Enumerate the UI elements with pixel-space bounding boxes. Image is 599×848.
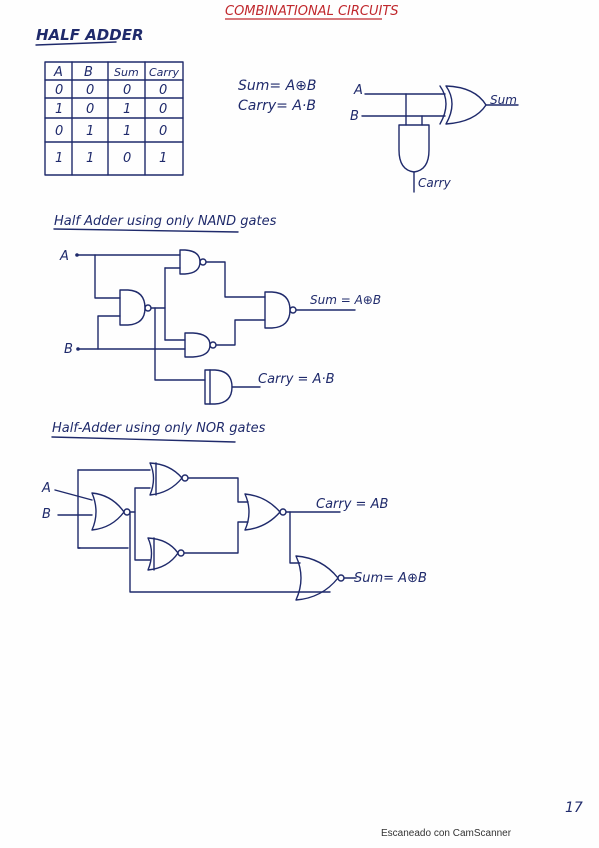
- wire: [183, 521, 249, 554]
- inversion-bubble: [199, 258, 207, 266]
- wire: [215, 319, 266, 346]
- half-adder-gate-diagram: A B Sum Carry: [350, 83, 519, 193]
- nor-input-a: A: [41, 481, 51, 496]
- xor-gate-back-curve: [439, 85, 447, 125]
- wire: [77, 469, 81, 549]
- nor-gate-4: [244, 493, 281, 531]
- wire: [97, 315, 121, 350]
- nor-sum-label: Sum= A⊕B: [354, 571, 427, 586]
- half-adder-heading-underline: [35, 41, 117, 46]
- table-cell: 0: [55, 124, 63, 139]
- nor-gate-5: [295, 555, 339, 601]
- nand-gate-3: [184, 332, 211, 358]
- nand-carry-label: Carry = A·B: [258, 372, 335, 387]
- nand-gate-1: [119, 289, 146, 326]
- nor-section-heading: Half-Adder using only NOR gates: [52, 421, 266, 436]
- wire: [289, 511, 301, 564]
- page-title: COMBINATIONAL CIRCUITS: [225, 4, 399, 19]
- nand-input-b: B: [64, 342, 73, 357]
- table-header-carry: Carry: [149, 66, 179, 79]
- table-header-sum: Sum: [114, 66, 139, 79]
- diagram-output-sum: Sum: [490, 93, 517, 107]
- table-cell: 0: [123, 151, 131, 166]
- nand-section-heading: Half Adder using only NAND gates: [54, 214, 277, 229]
- nand-circuit: A B Sum = A⊕B Carry = A·B: [59, 249, 381, 405]
- and-gate-symbol: [398, 124, 430, 173]
- nor-gate-3: [147, 537, 179, 571]
- nand-gate-5: [204, 369, 233, 405]
- nand-gate-4: [264, 291, 291, 329]
- table-cell: 1: [86, 124, 94, 139]
- wire: [187, 477, 249, 503]
- table-cell: 1: [55, 151, 63, 166]
- table-cell: 0: [55, 83, 63, 98]
- inversion-bubble: [177, 549, 185, 557]
- inversion-bubble: [123, 508, 131, 516]
- nand-input-a: A: [59, 249, 69, 264]
- diagram-input-b: B: [350, 109, 359, 124]
- nor-input-b: B: [42, 507, 51, 522]
- inversion-bubble: [289, 306, 297, 314]
- wire: [154, 307, 206, 381]
- wire: [134, 511, 151, 561]
- truth-table-grid: [44, 61, 184, 176]
- inversion-bubble: [209, 341, 217, 349]
- wire: [54, 489, 93, 501]
- table-cell: 0: [86, 83, 94, 98]
- xor-gate-symbol: [445, 85, 487, 125]
- half-adder-heading: HALF ADDER: [36, 26, 144, 44]
- inversion-bubble: [144, 304, 152, 312]
- carry-equation: Carry= A·B: [238, 98, 316, 114]
- inversion-bubble: [337, 574, 345, 582]
- nor-gate-1: [91, 492, 125, 531]
- diagram-output-carry: Carry: [418, 176, 452, 190]
- truth-table-text: A B Sum Carry 0 0 0 0 1 0 1 0 0 1 1 0 1 …: [53, 65, 179, 166]
- table-cell: 1: [123, 102, 131, 117]
- nor-circuit: A B Carry = AB Sum= A⊕B: [41, 462, 427, 601]
- wire: [205, 261, 266, 298]
- table-cell: 1: [123, 124, 131, 139]
- table-header-a: A: [53, 65, 63, 80]
- table-cell: 1: [159, 151, 167, 166]
- wire: [129, 487, 151, 513]
- diagram-input-a: A: [353, 83, 363, 98]
- table-cell: 0: [123, 83, 131, 98]
- nand-heading-underline: [53, 228, 239, 233]
- table-cell: 1: [86, 151, 94, 166]
- table-cell: 1: [55, 102, 63, 117]
- inversion-bubble: [181, 474, 189, 482]
- sum-equation: Sum= A⊕B: [238, 78, 317, 94]
- nand-gate-2: [179, 249, 201, 275]
- nand-sum-label: Sum = A⊕B: [310, 293, 381, 307]
- table-cell: 0: [159, 102, 167, 117]
- nor-gate-2: [149, 462, 183, 496]
- nor-carry-label: Carry = AB: [316, 497, 388, 512]
- page-number: 17: [565, 800, 583, 816]
- scanner-footer: Escaneado con CamScanner: [381, 828, 512, 839]
- table-cell: 0: [159, 124, 167, 139]
- nor-heading-underline: [51, 436, 236, 443]
- table-cell: 0: [86, 102, 94, 117]
- wire: [94, 254, 121, 299]
- table-header-b: B: [84, 65, 93, 80]
- table-cell: 0: [159, 83, 167, 98]
- inversion-bubble: [279, 508, 287, 516]
- wire: [129, 511, 331, 593]
